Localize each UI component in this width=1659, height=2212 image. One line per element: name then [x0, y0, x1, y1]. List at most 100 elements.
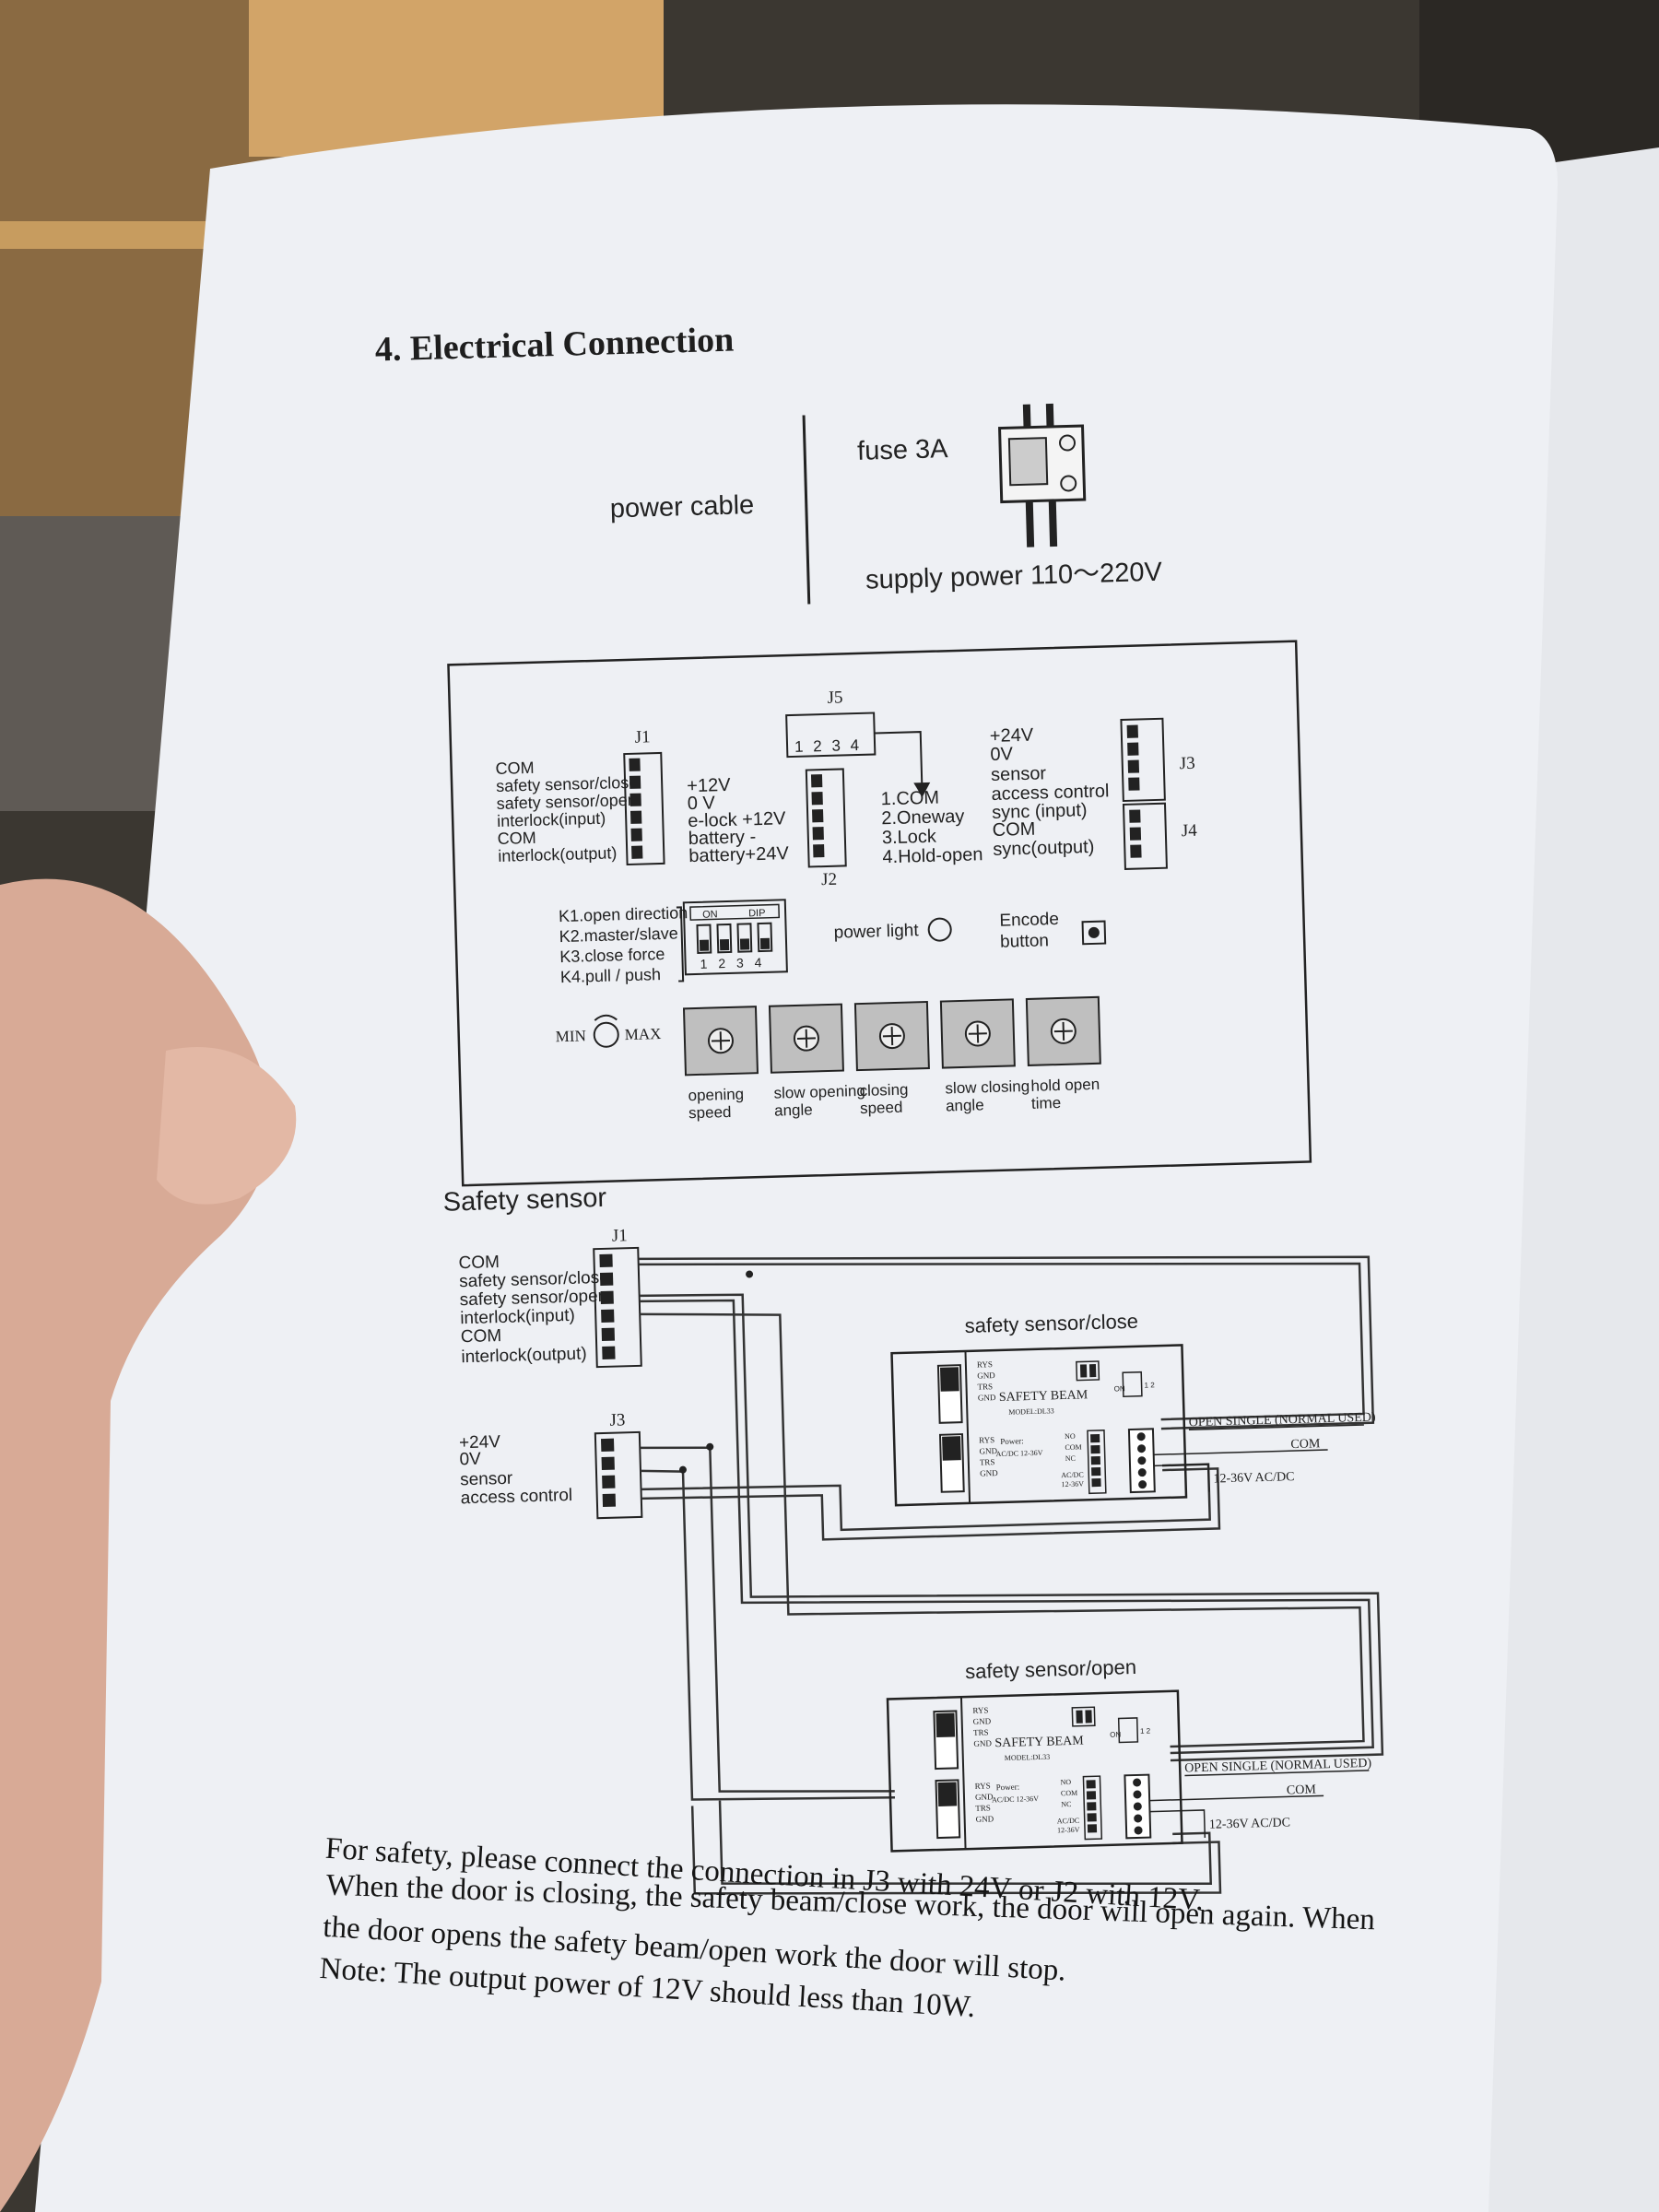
manual-page: [35, 104, 1558, 2212]
knob-min-label: MIN: [556, 1027, 587, 1045]
beam-output-screw: [1133, 1802, 1142, 1811]
j5-function: 1.COM: [880, 788, 939, 810]
beam-power-spec: AC/DC 12-36V: [995, 1449, 1042, 1458]
safety-heading: Safety sensor: [442, 1183, 606, 1218]
j1-pin-label: COM: [495, 759, 535, 778]
dip-key-label: K4.pull / push: [560, 965, 662, 986]
potentiometer-label: slow openingangle: [773, 1082, 865, 1120]
j2-pin-label: 0 V: [687, 793, 715, 814]
j1-pin-label: COM: [497, 829, 536, 848]
j5-title: J5: [827, 688, 842, 707]
beam-output-screw: [1137, 1456, 1147, 1465]
beam-power-label: Power:: [1000, 1436, 1024, 1446]
beam-lens-dark: [937, 1782, 958, 1806]
beam-pin-label: GND: [975, 1792, 994, 1802]
beam-dip-switch: [1071, 1706, 1096, 1727]
beam-switch-on: ON: [1110, 1730, 1121, 1738]
potentiometer-label: openingspeed: [688, 1086, 745, 1123]
ext-signal-line: [1184, 1770, 1370, 1777]
safety-j1-label: interlock(input): [460, 1306, 575, 1328]
beam-terminal-label: NC: [1061, 1800, 1071, 1808]
hand: [0, 878, 271, 2212]
j3-title: J3: [1179, 754, 1194, 773]
safety-j1-label: COM: [461, 1326, 502, 1347]
j3-pin-label: access control: [991, 781, 1109, 805]
beam-terminal: [1090, 1455, 1100, 1465]
beam-mode-switch: [1122, 1371, 1143, 1397]
beam-switch-nums: 1 2: [1144, 1381, 1155, 1389]
j4-pin-labels: sync (input) COM sync(output): [992, 800, 1095, 860]
potentiometer-cross: [711, 1031, 731, 1051]
potentiometer-cross: [796, 1029, 816, 1048]
beam-terminal: [1091, 1466, 1101, 1477]
dip-numbers: 1 2 3 4: [700, 955, 765, 971]
safety-j3-label: 0V: [459, 1450, 481, 1470]
j4-pin-label: COM: [992, 819, 1035, 841]
safety-j1-label: safety sensor/close: [459, 1268, 609, 1292]
control-board-diagram: J5 1 2 3 4 J1 COM safety sensor/close sa…: [447, 640, 1312, 1187]
power-divider: [802, 415, 811, 605]
beam-name: SAFETY BEAM: [999, 1388, 1088, 1405]
ext-power-label: 12-36V AC/DC: [1213, 1470, 1294, 1486]
power-light-indicator: [927, 917, 952, 942]
j3-pin-label: +24V: [990, 725, 1035, 747]
beam-volt-label: 12-36V: [1057, 1826, 1080, 1835]
force-knob[interactable]: [593, 1021, 619, 1048]
dip-key-labels: K1.open direction K2.master/slave K3.clo…: [559, 903, 688, 986]
beam-pin-label: GND: [977, 1371, 995, 1381]
j5-function: 4.Hold-open: [882, 844, 983, 867]
dip-dip-label: DIP: [748, 908, 766, 920]
power-cable-label: power cable: [609, 490, 754, 524]
safety-j3-label: +24V: [459, 1432, 501, 1453]
beam-unit-outline: [890, 1344, 1188, 1507]
beam-pin-label: GND: [973, 1738, 992, 1748]
j2-pin-labels: +12V 0 V e-lock +12V battery - battery+2…: [687, 775, 790, 866]
beam-pin-label: TRS: [980, 1457, 995, 1466]
beam-terminal-block: [1082, 1775, 1103, 1841]
fuse-label: fuse 3A: [857, 434, 949, 466]
beam-terminal-label: NO: [1065, 1432, 1076, 1441]
ext-com-line: [1153, 1449, 1328, 1456]
j2-pin-label: battery -: [688, 827, 757, 849]
wire-junction: [746, 1270, 754, 1278]
encode-label-line2: button: [1000, 931, 1049, 951]
j5-function-labels: 1.COM 2.Oneway 3.Lock 4.Hold-open: [880, 788, 983, 868]
encode-button[interactable]: [1081, 920, 1107, 946]
beam-unit-divider: [959, 1697, 967, 1850]
ext-signal-label: OPEN SINGLE (NORMAL USED): [1184, 1757, 1372, 1776]
fuse-terminal-icon: [997, 403, 1087, 547]
potentiometers: [682, 995, 1101, 1077]
beam-terminal-block: [1087, 1430, 1107, 1495]
beam-output-screw: [1134, 1826, 1143, 1835]
safety-j3-labels: +24V 0V sensor access control: [459, 1432, 573, 1508]
j1-pin-labels: COM safety sensor/close safety sensor/op…: [495, 759, 638, 865]
beam-terminal: [1086, 1791, 1097, 1800]
beam-pin-label: TRS: [973, 1727, 989, 1736]
j2-pin-label: +12V: [687, 775, 732, 796]
dip-key-label: K1.open direction: [559, 903, 688, 925]
j5-arrow: [874, 731, 924, 791]
j1-connector: [623, 751, 665, 866]
beam-unit-title: safety sensor/open: [965, 1655, 1137, 1683]
beam-lens-dark: [935, 1712, 956, 1738]
beam-terminal: [1091, 1477, 1101, 1488]
safety-j3-title: J3: [609, 1410, 625, 1430]
ext-com-label: COM: [1287, 1783, 1317, 1798]
beam-pin-label: TRS: [977, 1382, 993, 1391]
beam-lens-dark: [939, 1367, 959, 1392]
ext-com-label: COM: [1290, 1437, 1321, 1452]
beam-pin-label: GND: [978, 1393, 996, 1403]
beam-units: safety sensor/closeRYSGNDTRSGNDRYSGNDTRS…: [886, 1310, 1376, 1853]
j3-pin-label: 0V: [990, 744, 1014, 765]
j3-pin-label: sensor: [991, 763, 1047, 785]
ext-power-label: 12-36V AC/DC: [1209, 1816, 1290, 1831]
beam-volt-label: 12-36V: [1061, 1479, 1084, 1488]
wire-junction: [706, 1442, 714, 1451]
beam-pin-label: RYS: [975, 1781, 991, 1790]
j5-numbers: 1 2 3 4: [794, 736, 863, 756]
j4-connector: [1122, 802, 1168, 870]
potentiometer-label: hold opentime: [1030, 1076, 1100, 1112]
beam-terminal: [1090, 1433, 1100, 1443]
j1-title: J1: [634, 727, 650, 747]
beam-terminal: [1087, 1824, 1098, 1833]
